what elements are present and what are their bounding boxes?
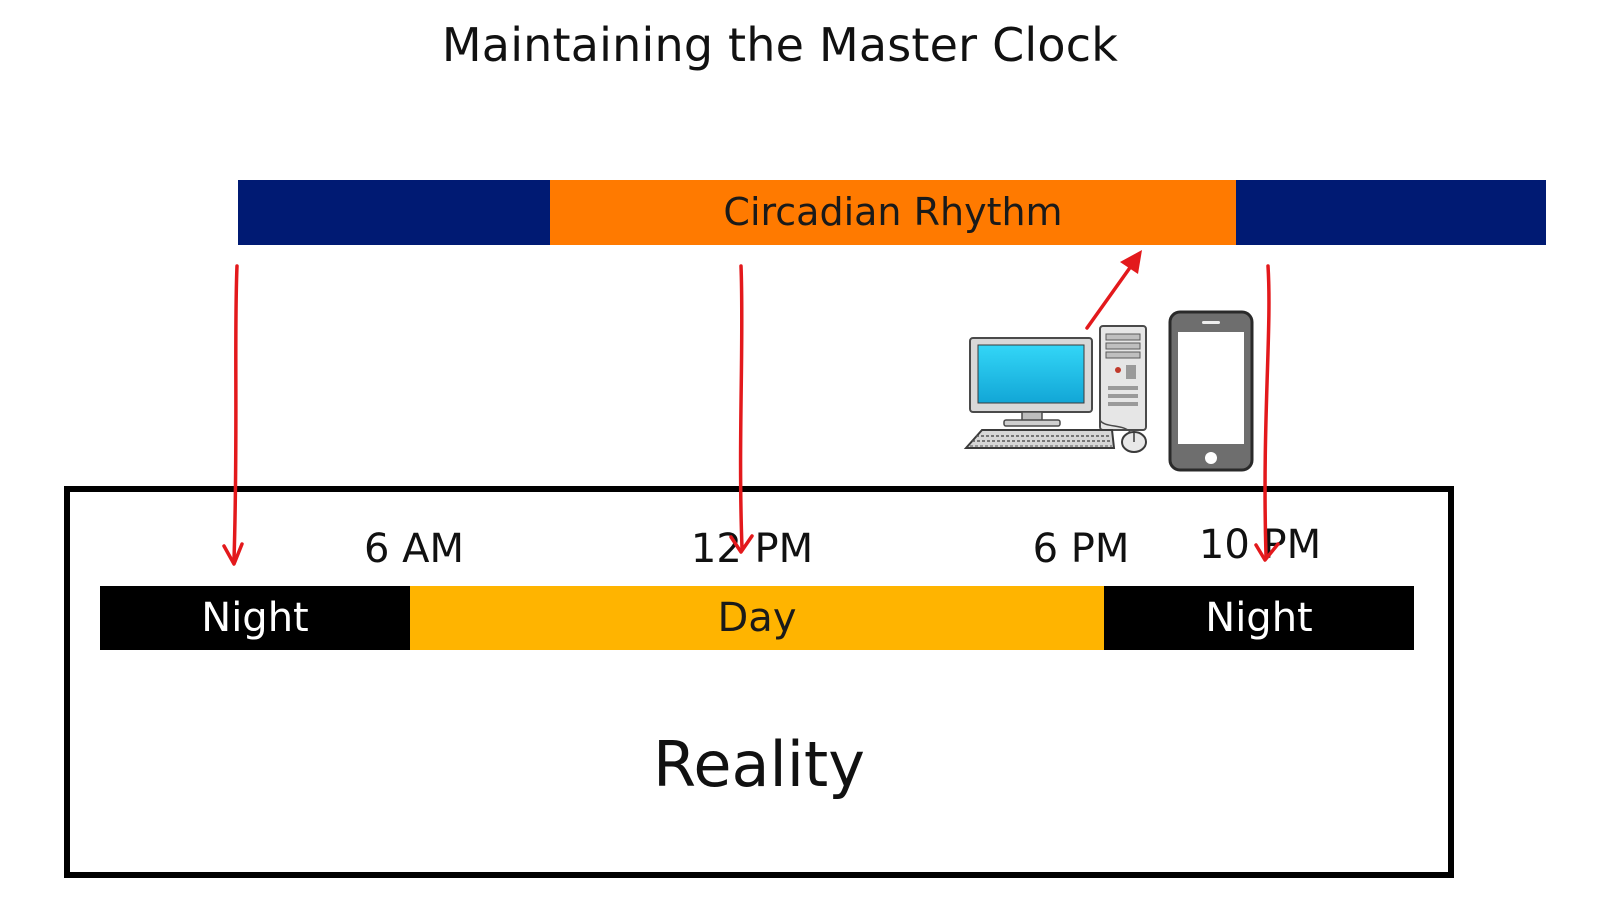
arrow-up-from-computer — [1085, 260, 1136, 330]
reality-box — [64, 486, 1454, 878]
time-label-10pm: 10 PM — [1198, 522, 1322, 568]
arrowhead-up-from-computer — [1120, 250, 1142, 274]
circadian-night-segment-right — [1236, 180, 1546, 245]
circadian-day-segment — [550, 180, 1236, 245]
time-label-6am: 6 AM — [363, 526, 465, 572]
time-label-12pm: 12 PM — [690, 526, 814, 572]
arrow-down-12pm — [729, 264, 754, 554]
arrow-down-10pm — [1254, 264, 1280, 562]
circadian-rhythm-bar: Circadian Rhythm — [238, 180, 1546, 245]
circadian-rhythm-label: Circadian Rhythm — [723, 190, 1063, 234]
smartphone-icon — [1168, 310, 1254, 472]
slide-title: Maintaining the Master Clock — [441, 18, 1119, 72]
reality-label: Reality — [653, 728, 865, 801]
reality-day-segment: Day — [410, 586, 1104, 650]
reality-night-segment-right: Night — [1104, 586, 1414, 650]
circadian-night-segment-left — [238, 180, 550, 245]
arrow-down-night-left — [222, 264, 244, 566]
reality-night-segment-left: Night — [100, 586, 410, 650]
desktop-computer-icon — [963, 325, 1147, 453]
time-label-6pm: 6 PM — [1032, 526, 1130, 572]
